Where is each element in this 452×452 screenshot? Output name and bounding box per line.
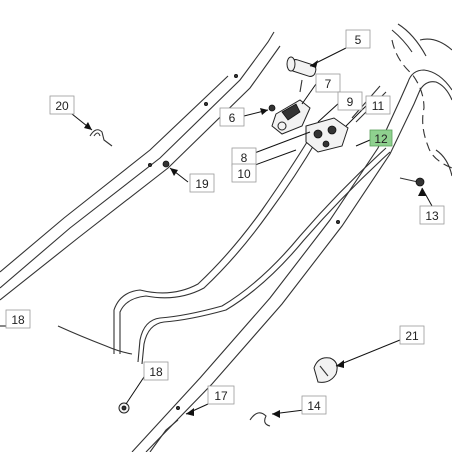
svg-text:17: 17: [214, 389, 228, 403]
svg-text:9: 9: [347, 95, 354, 109]
leader-18b: [125, 373, 147, 405]
handle-right-bar-outer: [145, 81, 452, 452]
bail-lever-dashed: [391, 39, 452, 169]
callout-14: 14: [301, 395, 327, 415]
svg-text:12: 12: [374, 132, 388, 146]
bail-lever-arc: [435, 149, 452, 177]
part-5-pin: [286, 56, 317, 93]
part-6-nut: [268, 104, 276, 112]
callout-8: 8: [231, 147, 257, 167]
callout-19: 19: [189, 173, 215, 193]
callout-17: 17: [207, 385, 235, 405]
cable-long-loop: [57, 325, 133, 355]
bar-hole: [147, 162, 152, 167]
svg-text:14: 14: [307, 399, 321, 413]
callout-6: 6: [219, 107, 245, 127]
svg-text:18: 18: [149, 365, 163, 379]
cables: [57, 85, 391, 365]
svg-text:10: 10: [237, 167, 251, 181]
part-21-clip: [313, 357, 338, 383]
callout-12: 12: [369, 129, 393, 147]
svg-text:7: 7: [325, 77, 332, 91]
bar-hole: [233, 74, 238, 79]
part-20-clip: [89, 129, 113, 147]
callout-20: 20: [49, 95, 75, 115]
callout-5: 5: [345, 29, 371, 49]
svg-text:6: 6: [229, 111, 236, 125]
svg-text:20: 20: [55, 99, 69, 113]
leader-13: [421, 187, 433, 207]
leader-21: [335, 339, 401, 367]
part-14-wire: [249, 412, 271, 427]
callout-18b: 18: [143, 361, 169, 381]
cable-10-b: [119, 137, 319, 354]
handle-lower-bar: [149, 419, 179, 452]
bar-hole: [335, 219, 340, 224]
svg-text:21: 21: [405, 329, 419, 343]
handle-top-bend: [391, 23, 427, 57]
cable-12-b: [141, 151, 391, 365]
callout-13: 13: [419, 205, 445, 225]
part-13-bolt: [399, 177, 425, 187]
callout-9: 9: [337, 91, 363, 111]
part-19-nut: [162, 160, 170, 168]
cable-10-a: [113, 133, 313, 354]
cable-12-a: [137, 147, 387, 363]
leader-9: [317, 101, 341, 123]
handle-top-right-bar: [419, 38, 452, 51]
svg-text:13: 13: [425, 209, 439, 223]
svg-text:11: 11: [372, 99, 385, 113]
handle-left-bar: [0, 31, 281, 301]
handle-left-bar-inner: [0, 75, 229, 273]
svg-text:5: 5: [355, 33, 362, 47]
svg-text:19: 19: [195, 177, 209, 191]
callout-11: 11: [365, 95, 391, 115]
parts: [89, 56, 425, 427]
bar-hole: [175, 405, 180, 410]
callout-18a: 18: [5, 309, 31, 329]
callouts: 5 6 7 8 9 10 11 12: [5, 29, 445, 415]
callout-21: 21: [399, 325, 425, 345]
bar-hole: [203, 102, 208, 107]
leader-11: [345, 105, 367, 127]
callout-10: 10: [231, 163, 257, 183]
part-8-lever-housing: [305, 117, 349, 153]
svg-text:18: 18: [11, 313, 25, 327]
callout-7: 7: [315, 73, 341, 93]
part-7-bracket: [271, 99, 311, 135]
leader-12: [355, 139, 371, 147]
leader-7: [301, 83, 317, 105]
svg-text:8: 8: [241, 151, 248, 165]
